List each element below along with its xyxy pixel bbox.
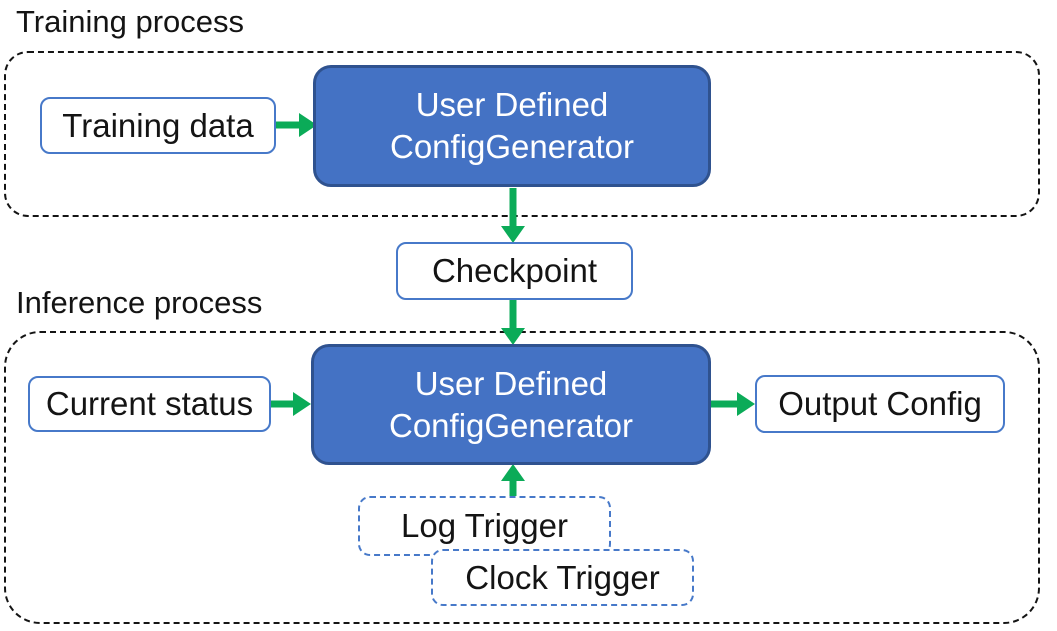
arrow-down-icon — [501, 188, 525, 243]
clock-trigger-label: Clock Trigger — [465, 558, 660, 596]
arrow-right-icon — [710, 392, 755, 416]
config-generator-training-node: User Defined ConfigGenerator — [313, 65, 711, 187]
config-generator-inference-node: User Defined ConfigGenerator — [311, 344, 711, 465]
checkpoint-label: Checkpoint — [431, 252, 598, 289]
output-config-label: Output Config — [778, 385, 982, 422]
current-status-label: Current status — [45, 385, 254, 422]
config-generator-training-line1: User Defined — [415, 86, 609, 123]
config-generator-inference-line2: ConfigGenerator — [389, 406, 633, 444]
training-process-label: Training process — [16, 4, 245, 39]
output-config-box: Output Config — [755, 375, 1005, 433]
arrow-right-icon — [272, 113, 317, 137]
arrow-right-icon — [266, 392, 311, 416]
training-process-container — [4, 51, 1040, 217]
log-trigger-label: Log Trigger — [401, 507, 568, 544]
clock-trigger-box: Clock Trigger — [431, 549, 694, 606]
current-status-box: Current status — [28, 376, 271, 432]
training-data-box: Training data — [40, 97, 276, 154]
log-trigger-box: Log Trigger — [358, 496, 611, 556]
config-generator-inference-line1: User Defined — [414, 364, 608, 402]
checkpoint-box: Checkpoint — [396, 242, 633, 300]
arrow-up-icon — [501, 464, 525, 498]
arrow-down-icon — [501, 300, 525, 345]
inference-process-label: Inference process — [16, 285, 263, 320]
config-generator-training-line2: ConfigGenerator — [390, 128, 634, 165]
training-data-label: Training data — [62, 106, 254, 144]
